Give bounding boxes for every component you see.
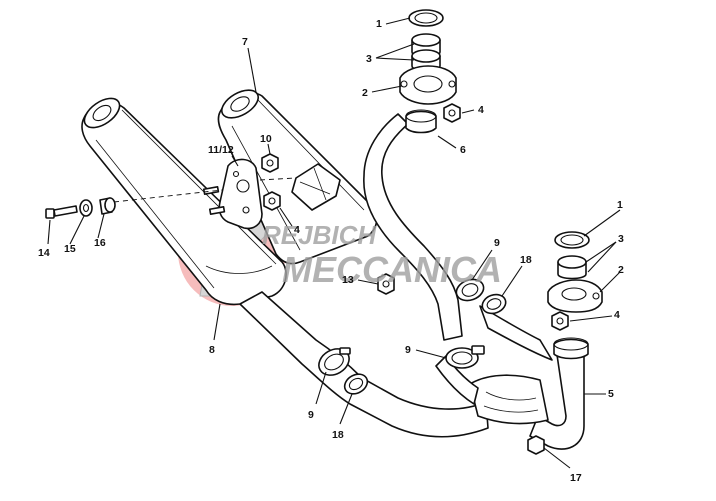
bolt-14[interactable] — [45, 205, 78, 219]
left-header-pipe[interactable] — [239, 291, 489, 438]
callout-8[interactable]: 8 — [209, 344, 215, 356]
callout-16[interactable]: 16 — [94, 237, 106, 249]
y-junction[interactable] — [435, 355, 549, 425]
callout-labels: 1 3 2 4 6 7 10 11/12 4 14 15 16 9 18 13 … — [38, 18, 624, 484]
callout-2-top[interactable]: 2 — [362, 87, 368, 99]
callout-18-left[interactable]: 18 — [332, 429, 344, 441]
clamp-9-upper[interactable] — [453, 276, 486, 304]
callout-13[interactable]: 13 — [342, 274, 354, 286]
callout-7[interactable]: 7 — [242, 36, 248, 48]
callout-9-left[interactable]: 9 — [308, 409, 314, 421]
callout-18-upper[interactable]: 18 — [520, 254, 532, 266]
callout-4-right[interactable]: 4 — [614, 309, 620, 321]
right-flange-stack[interactable] — [547, 231, 603, 360]
gasket-18-left[interactable] — [341, 370, 371, 398]
washer-15[interactable] — [79, 199, 93, 217]
callout-5[interactable]: 5 — [608, 388, 614, 400]
clamp-9-left[interactable] — [314, 344, 354, 381]
callout-3-right[interactable]: 3 — [618, 233, 624, 245]
callout-4-top[interactable]: 4 — [478, 104, 484, 116]
callout-1-right[interactable]: 1 — [617, 199, 623, 211]
callout-3-top[interactable]: 3 — [366, 53, 372, 65]
nut-4-bracket[interactable] — [263, 191, 281, 211]
callout-9-upper[interactable]: 9 — [494, 237, 500, 249]
watermark-line1: REJBICH — [262, 220, 377, 250]
assembly-line-bolt — [113, 189, 223, 203]
watermark-text: REJBICH MECCANICA — [262, 220, 502, 290]
hanger-clip[interactable] — [291, 163, 341, 211]
gasket-18-right[interactable] — [480, 291, 509, 316]
upper-header-pipe[interactable] — [363, 113, 463, 341]
nut-10[interactable] — [261, 153, 279, 173]
top-flange-stack[interactable] — [399, 9, 461, 134]
callout-1-top[interactable]: 1 — [376, 18, 382, 30]
callout-14[interactable]: 14 — [38, 247, 50, 259]
assembly-line-bracket — [259, 177, 297, 181]
right-header-pipe[interactable] — [479, 305, 585, 450]
spacer-16[interactable] — [99, 197, 116, 215]
callout-17[interactable]: 17 — [570, 472, 582, 484]
callout-9-lower[interactable]: 9 — [405, 344, 411, 356]
watermark-line2: MECCANICA — [282, 249, 502, 290]
callout-15[interactable]: 15 — [64, 243, 76, 255]
plug-17[interactable] — [527, 435, 545, 455]
clamp-9-lower[interactable] — [445, 345, 485, 369]
callout-11-12[interactable]: 11/12 — [208, 144, 234, 156]
nut-13[interactable] — [377, 273, 395, 295]
leader-lines — [47, 17, 621, 469]
callout-10[interactable]: 10 — [260, 133, 272, 145]
callout-6[interactable]: 6 — [460, 144, 466, 156]
callout-4-bracket[interactable]: 4 — [294, 224, 300, 236]
callout-2-right[interactable]: 2 — [618, 264, 624, 276]
